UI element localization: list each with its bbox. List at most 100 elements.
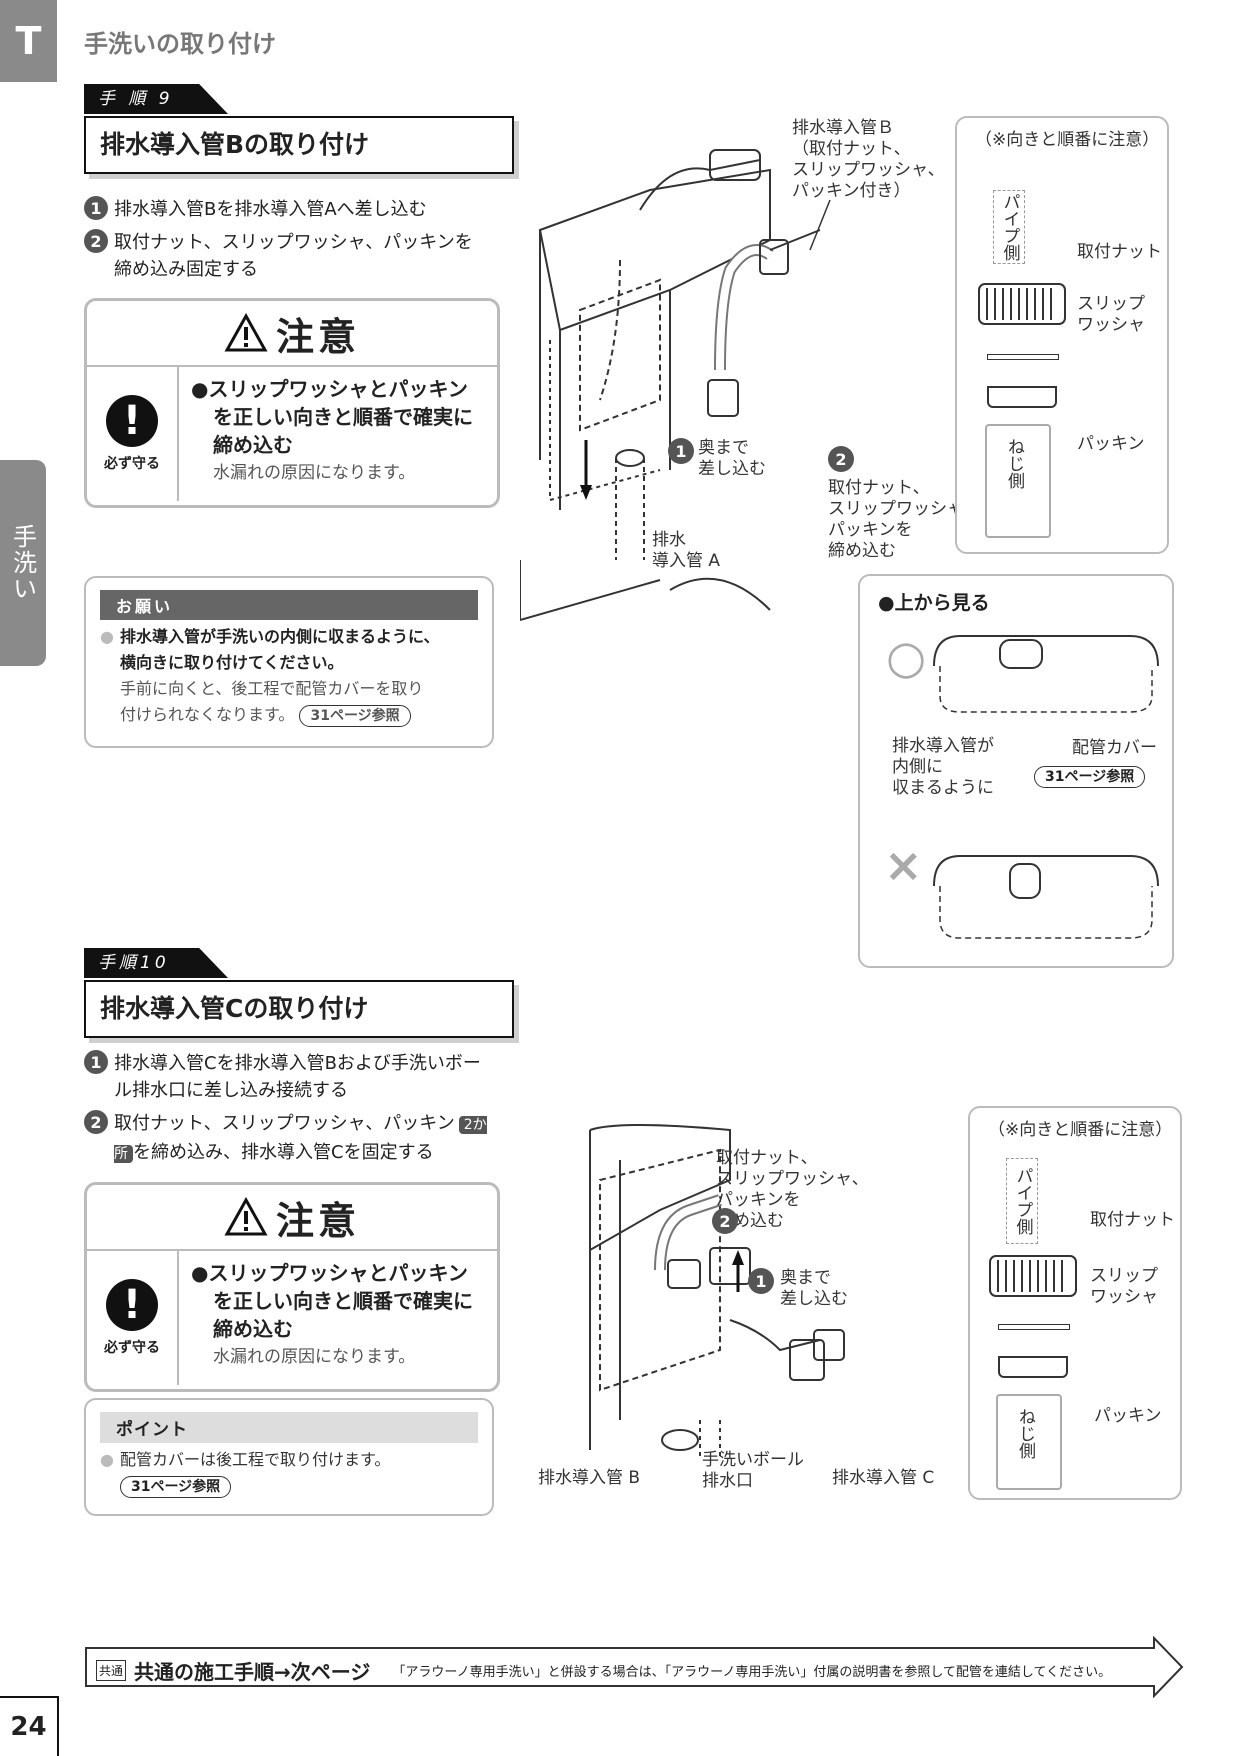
page-reference[interactable]: 31ページ参照 — [119, 1476, 232, 1498]
washer-label: スリップワッシャ — [1090, 1266, 1158, 1307]
screw-side-label: ねじ側 — [1015, 1408, 1035, 1459]
nut-label: 取付ナット — [1077, 242, 1162, 262]
step-number: 1 — [748, 1268, 774, 1294]
section-tab: T — [0, 0, 57, 82]
caution-box: 注意 ! 必ず守る ●スリップワッシャとパッキン を正しい向きと順番で確実に 締… — [84, 1182, 500, 1392]
caution-line: 締め込む — [213, 433, 293, 457]
top-view-box: ●上から見る ○ 排水導入管が内側に収まるように 配管カバー 31ページ参照 × — [858, 574, 1174, 968]
caution-line: を正しい向きと順番で確実に — [213, 405, 473, 429]
footer-bar: 共通 共通の施工手順→次ページ 「アラウーノ専用手洗い」と併設する場合は、「アラ… — [96, 1656, 1111, 1685]
washer-label: スリップワッシャ — [1077, 294, 1145, 335]
footer-note: 「アラウーノ専用手洗い」と併設する場合は、「アラウーノ専用手洗い」付属の説明書を… — [392, 1665, 1112, 1680]
detail-box: （※向きと順番に注意） パイプ側 取付ナット スリップワッシャ パッキン ねじ側 — [955, 116, 1169, 554]
pipe-side-label: パイプ側 — [993, 190, 1025, 264]
packing-icon — [998, 1356, 1068, 1378]
point-title: ポイント — [100, 1412, 478, 1443]
pipe-end-icon — [985, 424, 1051, 538]
point-line: 配管カバーは後工程で取り付けます。 — [119, 1450, 391, 1469]
caution-line: を正しい向きと順番で確実に — [213, 1289, 473, 1313]
top-view-title: ●上から見る — [878, 592, 990, 614]
caution-box: 注意 ! 必ず守る ●スリップワッシャとパッキン を正しい向きと順番で確実に 締… — [84, 298, 500, 508]
pipe-c-label: 排水導入管 C — [832, 1468, 935, 1488]
page-reference[interactable]: 31ページ参照 — [1034, 766, 1146, 788]
bad-mark-icon: × — [884, 838, 923, 892]
request-title: お願い — [100, 590, 478, 620]
step-number-2: 2 — [828, 446, 854, 472]
step-number: 1 — [84, 196, 108, 220]
side-tab: 手洗い — [0, 460, 46, 666]
footer-arrow — [85, 1636, 1184, 1698]
exclamation-icon: ! — [106, 395, 158, 447]
insert-label: 1 奥まで差し込む — [668, 438, 766, 480]
instruction-text: 取付ナット、スリップワッシャ、パッキンを締め込み固定する — [114, 232, 473, 280]
tighten-label: 取付ナット、スリップワッシャ、 パッキンを締め込む — [716, 1148, 869, 1231]
caution-title: 注意 — [87, 1185, 497, 1251]
caution-sub: 水漏れの原因になります。 — [213, 463, 416, 483]
must-follow-label: 必ず守る — [104, 456, 160, 472]
detail-note: （※向きと順番に注意） — [975, 130, 1160, 150]
page-reference[interactable]: 31ページ参照 — [299, 705, 411, 727]
tighten-label: 取付ナット、スリップワッシャ、 パッキンを締め込む — [828, 478, 981, 561]
step9-title: 排水導入管Bの取り付け — [84, 116, 514, 174]
page-title: 手洗いの取り付け — [84, 30, 276, 58]
nut-label: 取付ナット — [1090, 1210, 1175, 1230]
pipe-b-label: 排水導入管Ｂ（取付ナット、 スリップワッシャ、パッキン付き） — [792, 118, 945, 201]
warning-triangle-icon — [224, 1197, 268, 1236]
instruction-text: 排水導入管Bを排水導入管Aへ差し込む — [114, 199, 427, 220]
pipe-b-label: 排水導入管 B — [538, 1468, 641, 1488]
caution-title-text: 注意 — [275, 1198, 360, 1243]
bullet-icon: ● — [100, 627, 114, 646]
packing-label: パッキン — [1094, 1406, 1162, 1426]
detail-box: （※向きと順番に注意） パイプ側 取付ナット スリップワッシャ パッキン ねじ側 — [968, 1106, 1182, 1500]
common-chip: 共通 — [96, 1660, 127, 1681]
must-follow-label: 必ず守る — [104, 1340, 160, 1356]
request-line: 手前に向くと、後工程で配管カバーを取り — [119, 679, 424, 698]
warning-triangle-icon — [224, 313, 268, 352]
good-mark-icon: ○ — [886, 630, 927, 684]
washer-icon — [998, 1324, 1070, 1330]
pipe-side-label: パイプ側 — [1006, 1158, 1038, 1244]
nut-icon — [978, 283, 1066, 325]
caution-line: ●スリップワッシャとパッキン — [191, 377, 468, 401]
exclamation-icon: ! — [106, 1279, 158, 1331]
request-line: 横向きに取り付けてください。 — [119, 653, 344, 672]
request-box: お願い ● 排水導入管が手洗いの内側に収まるように、 横向きに取り付けてください… — [84, 576, 494, 748]
step9-label: 手 順 9 — [84, 84, 228, 114]
screw-side-label: ねじ側 — [1004, 438, 1024, 489]
step10-title: 排水導入管Cの取り付け — [84, 980, 514, 1038]
caution-sub: 水漏れの原因になります。 — [213, 1347, 416, 1367]
footer-title: 共通の施工手順→次ページ — [134, 1660, 371, 1684]
point-box: ポイント ● 配管カバーは後工程で取り付けます。 31ページ参照 — [84, 1398, 494, 1516]
pipe-end-icon — [996, 1394, 1062, 1490]
step9-illustration — [520, 149, 821, 621]
inside-label: 排水導入管が内側に収まるように — [892, 736, 994, 798]
washer-icon — [987, 354, 1059, 360]
instruction-text: を締め込み、排水導入管Cを固定する — [133, 1142, 434, 1163]
caution-line: 締め込む — [213, 1317, 293, 1341]
step-number: 1 — [668, 438, 694, 464]
outlet-label: 手洗いボール排水口 — [702, 1450, 804, 1491]
caution-line: ●スリップワッシャとパッキン — [191, 1261, 468, 1285]
packing-icon — [987, 386, 1057, 408]
packing-label: パッキン — [1077, 434, 1145, 454]
step-number-2: 2 — [712, 1208, 738, 1234]
instruction-text: 排水導入管Cを排水導入管Bおよび手洗いボール排水口に差し込み接続する — [114, 1053, 481, 1101]
page-number: 24 — [0, 1696, 59, 1756]
step-number: 2 — [84, 229, 108, 253]
detail-note: （※向きと順番に注意） — [988, 1120, 1173, 1140]
nut-icon — [989, 1255, 1077, 1297]
caution-title-text: 注意 — [275, 314, 360, 359]
request-line: 排水導入管が手洗いの内側に収まるように、 — [119, 627, 440, 646]
request-line: 付けられなくなります。 — [119, 705, 295, 724]
caution-title: 注意 — [87, 301, 497, 367]
insert-label: 1 奥まで差し込む — [748, 1268, 848, 1310]
leader-line — [809, 200, 831, 251]
pipe-a-label: 排水導入管 A — [652, 530, 721, 571]
top-view-bad-diagram — [933, 855, 1159, 939]
step10-illustration — [589, 1124, 845, 1460]
cover-label: 配管カバー — [1072, 738, 1157, 758]
step-number: 1 — [84, 1050, 108, 1074]
instruction-text: 取付ナット、スリップワッシャ、パッキン — [114, 1113, 455, 1134]
